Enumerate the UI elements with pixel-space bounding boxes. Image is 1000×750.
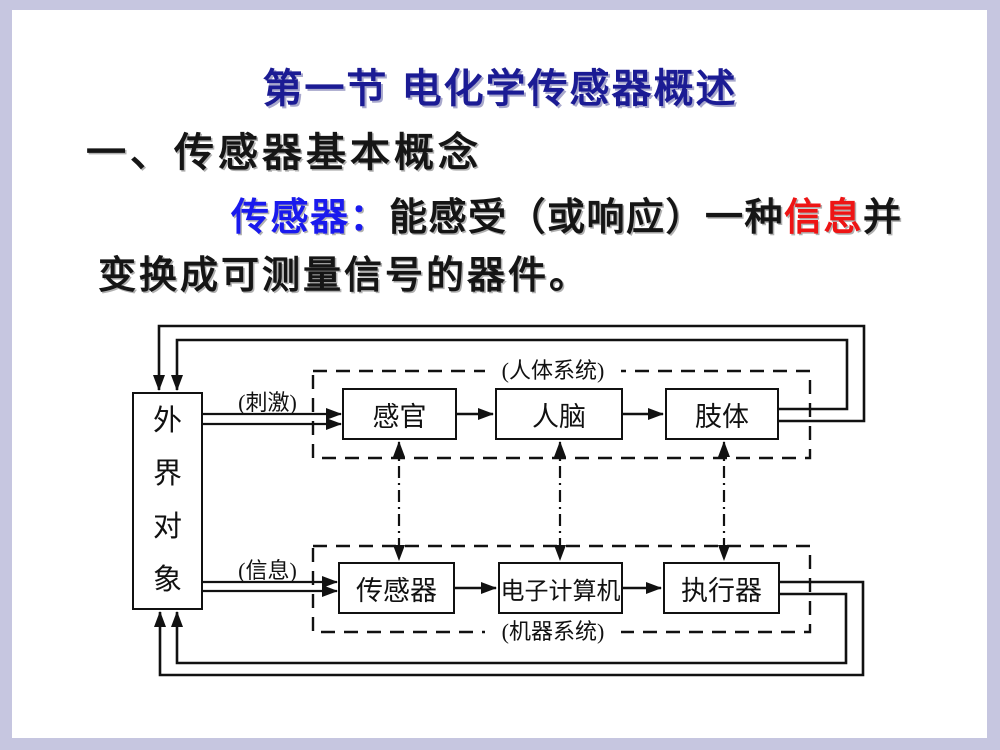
definition-term: 传感器： xyxy=(231,197,390,239)
box-external-object: 外界对象 xyxy=(132,392,203,610)
definition-line-2: 变换成可测量信号的器件。 xyxy=(98,255,591,297)
actuator-label: 执行器 xyxy=(681,575,762,606)
information-arrows xyxy=(203,576,338,597)
machine-system-label: (机器系统) xyxy=(485,618,621,646)
limbs-label: 肢体 xyxy=(695,401,749,432)
information-label: (信息) xyxy=(238,558,297,583)
definition-post: 并 xyxy=(863,197,903,239)
sensor-label: 传感器 xyxy=(356,575,437,606)
feedback-loop-bottom xyxy=(154,580,865,677)
definition-line-1: 传感器：能感受（或响应）一种信息并 xyxy=(231,186,903,241)
computer-label: 电子计算机 xyxy=(500,578,621,605)
human-brain-label: 人脑 xyxy=(532,401,586,432)
feedback-loop-top xyxy=(153,324,866,423)
stimulus-arrows xyxy=(203,408,342,430)
box-actuator: 执行器 xyxy=(663,562,780,614)
box-human-brain: 人脑 xyxy=(495,388,623,440)
slide-title: 第一节 电化学传感器概述 xyxy=(262,67,738,111)
box-limbs: 肢体 xyxy=(665,388,779,440)
box-sense-organ: 感官 xyxy=(342,388,457,440)
definition-pre: 能感受（或响应）一种 xyxy=(389,197,785,239)
external-object-label: 外界对象 xyxy=(152,405,182,596)
stimulus-label: (刺激) xyxy=(238,390,297,415)
sense-organ-label: 感官 xyxy=(372,401,427,432)
definition-highlight: 信息 xyxy=(784,197,864,239)
flow-arrows xyxy=(455,408,664,594)
box-computer: 电子计算机 xyxy=(498,562,623,614)
box-sensor: 传感器 xyxy=(338,562,455,614)
correspondence-connectors xyxy=(393,441,730,561)
human-system-label: (人体系统) xyxy=(485,357,621,385)
section-heading: 一、传感器基本概念 xyxy=(86,131,482,175)
